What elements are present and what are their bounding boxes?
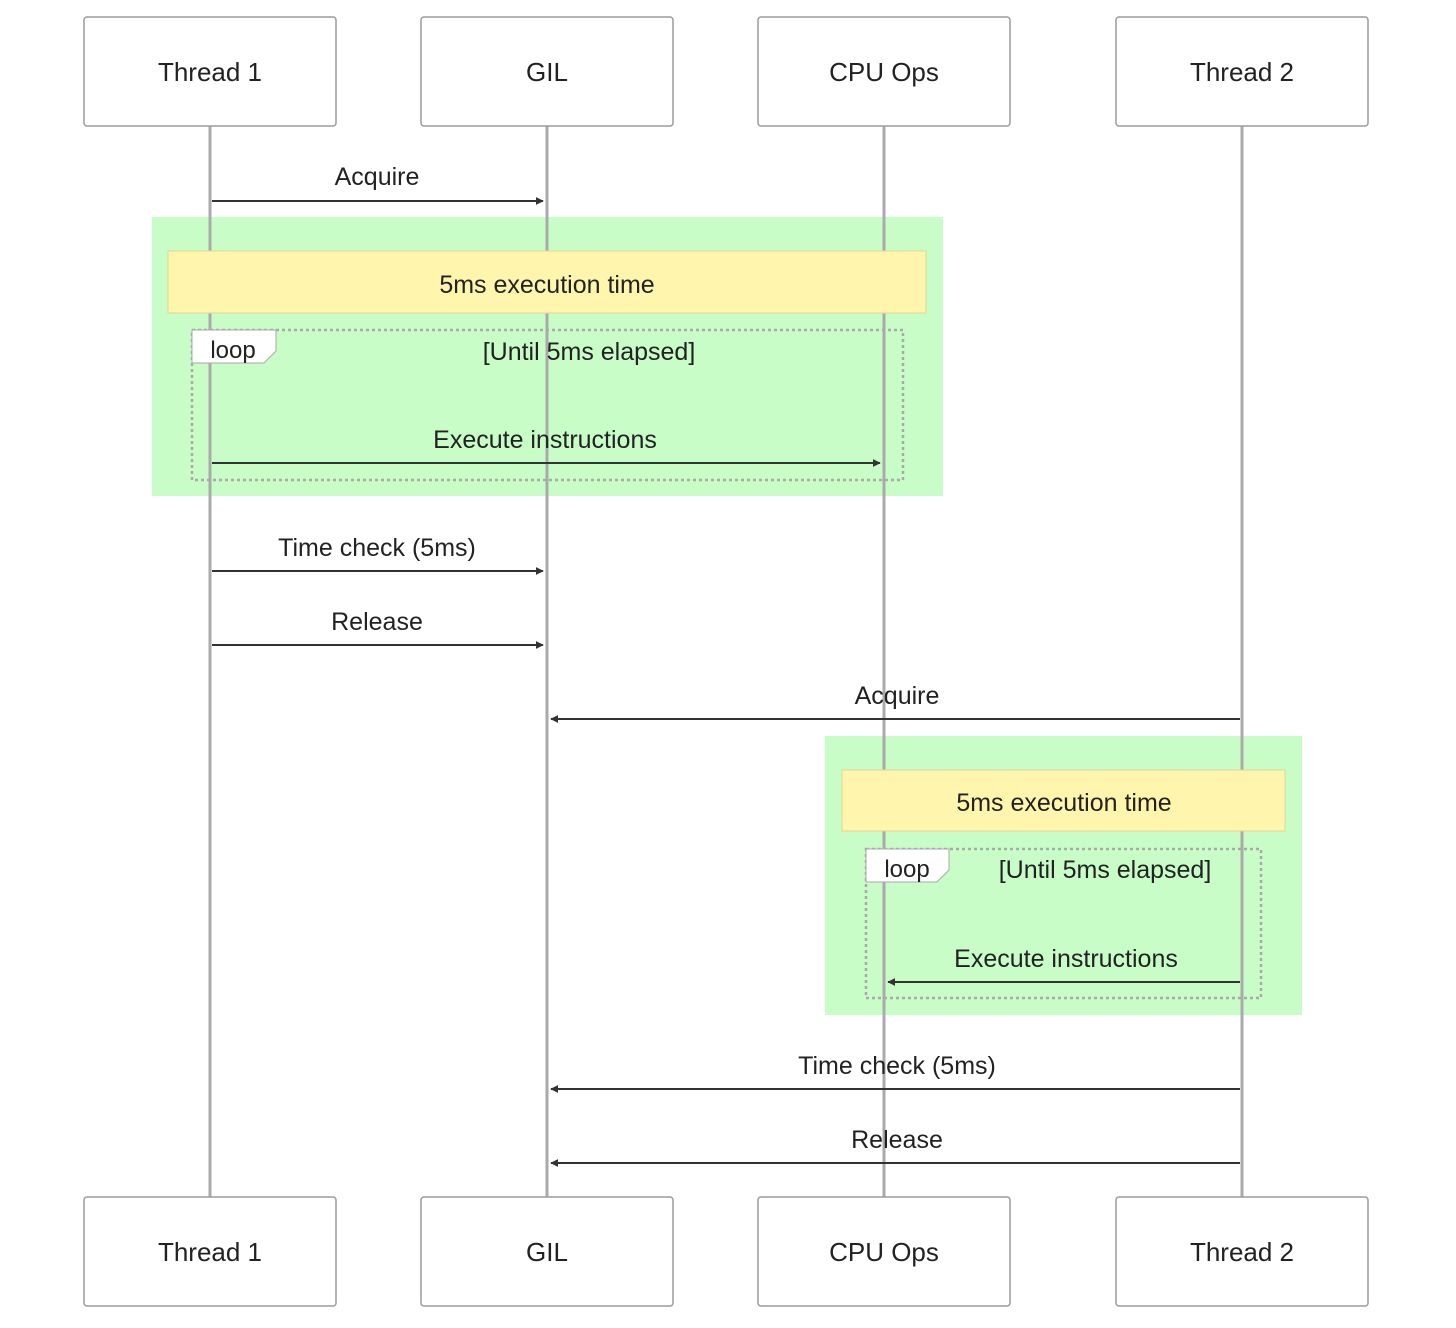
participant-label: Thread 1 bbox=[158, 1237, 262, 1267]
participant-label: GIL bbox=[526, 57, 568, 87]
participant-label: CPU Ops bbox=[829, 1237, 939, 1267]
message-8: Release bbox=[550, 1126, 1240, 1167]
message-label: Release bbox=[331, 608, 423, 636]
message-label: Acquire bbox=[335, 163, 420, 191]
note-1: 5ms execution time bbox=[167, 250, 927, 314]
participant-gil-bottom: GIL bbox=[420, 1196, 674, 1307]
message-4: Release bbox=[212, 608, 544, 649]
participant-label: Thread 1 bbox=[158, 57, 262, 87]
message-label: Acquire bbox=[855, 682, 940, 710]
participant-label: Thread 2 bbox=[1190, 57, 1294, 87]
loop-frame-1: loop [Until 5ms elapsed] bbox=[190, 328, 905, 482]
note-2: 5ms execution time bbox=[841, 769, 1286, 832]
participant-label: CPU Ops bbox=[829, 57, 939, 87]
loop-tag-box-1 bbox=[191, 329, 277, 364]
message-label: Execute instructions bbox=[954, 945, 1178, 973]
message-2: Execute instructions bbox=[212, 426, 881, 467]
note-2-label: 5ms execution time bbox=[956, 789, 1171, 817]
participant-label: GIL bbox=[526, 1237, 568, 1267]
loop-condition-1: [Until 5ms elapsed] bbox=[483, 338, 696, 366]
note-1-label: 5ms execution time bbox=[439, 271, 654, 299]
message-label: Time check (5ms) bbox=[798, 1052, 996, 1080]
message-1: Acquire bbox=[212, 163, 544, 205]
message-5: Acquire bbox=[550, 682, 1240, 723]
participant-gil-top: GIL bbox=[420, 16, 674, 127]
message-3: Time check (5ms) bbox=[212, 534, 544, 575]
message-7: Time check (5ms) bbox=[550, 1052, 1240, 1093]
participant-cpu-ops-top: CPU Ops bbox=[757, 16, 1011, 127]
message-label: Execute instructions bbox=[433, 426, 657, 454]
loop-tag-box-2 bbox=[865, 848, 950, 883]
loop-tag-2: loop bbox=[884, 856, 929, 883]
message-label: Time check (5ms) bbox=[278, 534, 476, 562]
participant-thread-2-top: Thread 2 bbox=[1115, 16, 1369, 127]
participant-thread-1-top: Thread 1 bbox=[83, 16, 337, 127]
participant-cpu-ops-bottom: CPU Ops bbox=[757, 1196, 1011, 1307]
message-label: Release bbox=[851, 1126, 943, 1154]
participant-label: Thread 2 bbox=[1190, 1237, 1294, 1267]
loop-tag-1: loop bbox=[210, 337, 255, 364]
message-6: Execute instructions bbox=[887, 945, 1240, 986]
loop-frame-2: loop [Until 5ms elapsed] bbox=[864, 847, 1263, 1000]
loop-condition-2: [Until 5ms elapsed] bbox=[999, 856, 1212, 884]
participant-thread-2-bottom: Thread 2 bbox=[1115, 1196, 1369, 1307]
participant-thread-1-bottom: Thread 1 bbox=[83, 1196, 337, 1307]
